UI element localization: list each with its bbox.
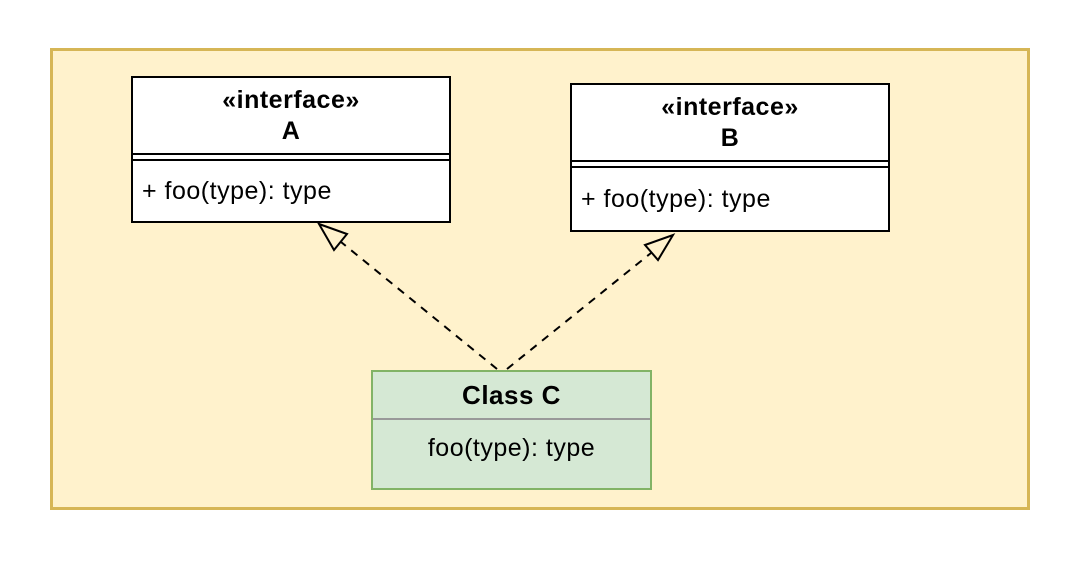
interface-b-stereotype: «interface» bbox=[661, 92, 799, 121]
node-class-c[interactable]: Class C foo(type): type bbox=[371, 370, 652, 490]
interface-b-header: «interface» B bbox=[572, 85, 888, 162]
node-interface-b[interactable]: «interface» B + foo(type): type bbox=[570, 83, 890, 232]
interface-a-methods-compartment: + foo(type): type bbox=[133, 161, 449, 221]
interface-a-header: «interface» A bbox=[133, 78, 449, 155]
interface-b-method: + foo(type): type bbox=[581, 184, 771, 213]
interface-b-methods-compartment: + foo(type): type bbox=[572, 168, 888, 230]
interface-a-name: A bbox=[281, 116, 301, 145]
interface-b-name: B bbox=[720, 123, 740, 152]
class-c-methods-compartment: foo(type): type bbox=[373, 420, 650, 476]
interface-b-attributes-compartment bbox=[572, 162, 888, 168]
class-c-name: Class C bbox=[462, 379, 561, 410]
class-c-method: foo(type): type bbox=[427, 433, 596, 462]
interface-a-attributes-compartment bbox=[133, 155, 449, 161]
class-c-header: Class C bbox=[373, 372, 650, 420]
interface-a-stereotype: «interface» bbox=[222, 85, 360, 114]
node-interface-a[interactable]: «interface» A + foo(type): type bbox=[131, 76, 451, 223]
interface-a-method: + foo(type): type bbox=[142, 176, 332, 205]
